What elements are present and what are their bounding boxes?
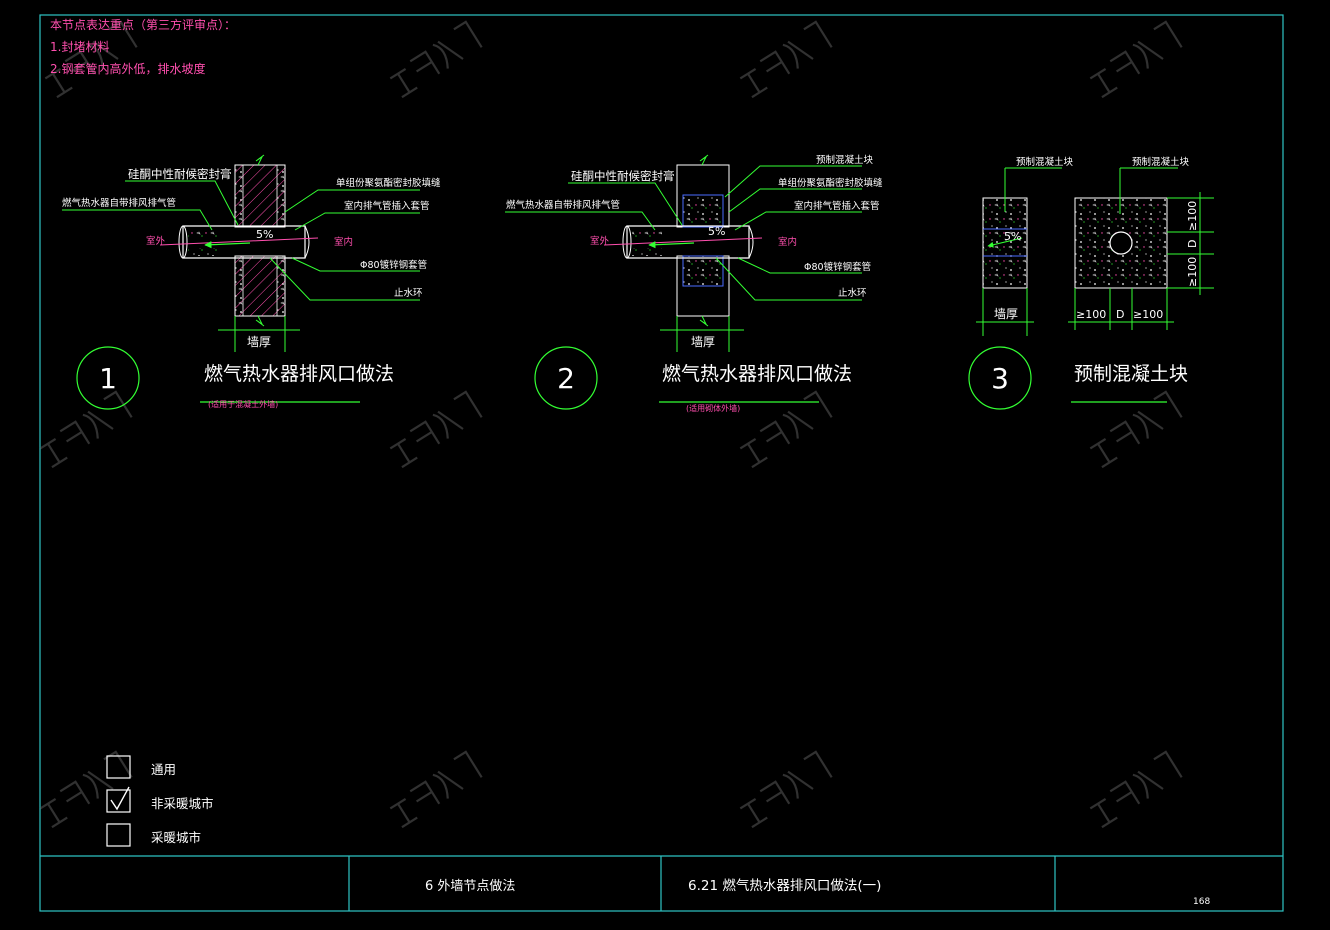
notes-heading: 本节点表达重点（第三方评审点）： [50,17,236,32]
detail1-label-sealant: 硅酮中性耐候密封膏 [128,167,232,181]
detail2-dim-wall: 墙厚 [691,335,715,349]
detail3-dim-ge100-a: ≥100 [1076,308,1106,321]
notes-item-1: 1.封堵材料 [50,40,109,54]
detail3-slope: 5% [1004,230,1021,243]
title-block: 6 外墙节点做法 6.21 燃气热水器排风口做法(一) 168 [425,877,1210,907]
detail1-label-waterstop: 止水环 [394,287,423,299]
detail2-label-inner-pipe: 室内排气管插入套管 [794,200,880,212]
detail1-wall [234,154,286,327]
legend: 通用 非采暖城市 采暖城市 [106,755,214,847]
detail1-number: 1 [99,362,117,395]
detail1-pipe: 5% [159,225,319,259]
legend-option-general: 通用 [151,762,176,777]
detail2-label-sleeve: Φ80镀锌钢套管 [804,261,871,273]
detail3-number: 3 [991,362,1009,395]
detail3-dim-wall: 墙厚 [994,307,1018,321]
watermark-group [39,20,1183,829]
detail1-label-inner-pipe: 室内排气管插入套管 [344,200,430,212]
notes-block: 本节点表达重点（第三方评审点）： 1.封堵材料 2.钢套管内高外低，排水坡度 [50,17,236,76]
detail-1: 5% 硅酮中性耐候密封膏 燃气热水器自带排风排气管 单组份聚氨酯密封胶填缝 室内… [62,154,441,410]
detail3-label-block-right: 预制混凝土块 [1132,156,1190,168]
detail1-label-outdoor: 室外 [146,235,166,247]
notes-item-2: 2.钢套管内高外低，排水坡度 [50,61,205,76]
detail2-subtitle: (适用砌体外墙) [686,403,740,413]
legend-option-heating: 采暖城市 [151,830,201,845]
detail2-leaders [505,165,862,301]
detail3-vdim-ge100-b: ≥100 [1186,257,1199,287]
detail2-number: 2 [557,362,575,395]
checkbox-general[interactable] [106,755,131,779]
detail2-label-indoor: 室内 [778,236,797,248]
detail2-wall [676,154,730,327]
detail2-title: 燃气热水器排风口做法 [662,363,852,385]
detail2-dim [660,316,744,352]
detail2-label-waterstop: 止水环 [838,287,867,299]
detail3-label-block-left: 预制混凝土块 [1016,156,1074,168]
detail1-leaders [62,180,420,301]
detail2-label-block: 预制混凝土块 [816,154,874,166]
detail2-slope: 5% [708,225,725,238]
detail1-subtitle: (适用于混凝土外墙) [208,399,278,409]
titleblock-section: 6 外墙节点做法 [425,879,515,894]
detail2-pipe: 5% [603,225,763,259]
checkmark-icon [110,786,130,811]
titleblock-drawing: 6.21 燃气热水器排风口做法(一) [688,877,881,894]
detail1-title: 燃气热水器排风口做法 [204,363,394,385]
titleblock-page: 168 [1193,897,1210,907]
checkbox-non-heating[interactable] [106,789,131,813]
detail3-callout-circle [968,346,1032,410]
sheet-frame [39,14,1284,912]
detail1-slope: 5% [256,228,273,241]
detail1-label-sleeve: Φ80镀锌钢套管 [360,259,427,271]
detail3-dims [976,192,1214,336]
detail-3: 5% 预制混凝土块 预制混凝土块 墙厚 ≥100 D [968,156,1214,410]
legend-option-non-heating: 非采暖城市 [151,796,214,811]
detail3-title: 预制混凝土块 [1074,363,1188,385]
detail2-label-sealant: 硅酮中性耐候密封膏 [571,169,675,183]
detail-2: 5% 硅酮中性耐候密封膏 燃气热水器自带排风排气管 预制混凝土块 单组份聚氨酯密… [505,154,883,413]
detail1-dim [218,316,300,352]
detail3-vdim-ge100-a: ≥100 [1186,201,1199,231]
detail3-hole [1109,231,1133,255]
detail2-label-foam: 单组份聚氨酯密封胶填缝 [778,177,883,189]
detail1-label-pipe: 燃气热水器自带排风排气管 [62,197,176,209]
detail3-dim-d: D [1116,308,1124,321]
detail3-dim-ge100-b: ≥100 [1133,308,1163,321]
detail2-callout-circle [534,346,598,410]
detail3-vdim-d: D [1186,240,1199,248]
detail1-label-foam: 单组份聚氨酯密封胶填缝 [336,177,441,189]
detail1-callout-circle [76,346,140,410]
detail2-label-pipe: 燃气热水器自带排风排气管 [506,199,620,211]
checkbox-heating[interactable] [106,823,131,847]
detail1-label-indoor: 室内 [334,236,353,248]
detail1-dim-wall: 墙厚 [247,335,271,349]
detail3-leaders [1004,167,1178,214]
detail2-label-outdoor: 室外 [590,235,610,247]
